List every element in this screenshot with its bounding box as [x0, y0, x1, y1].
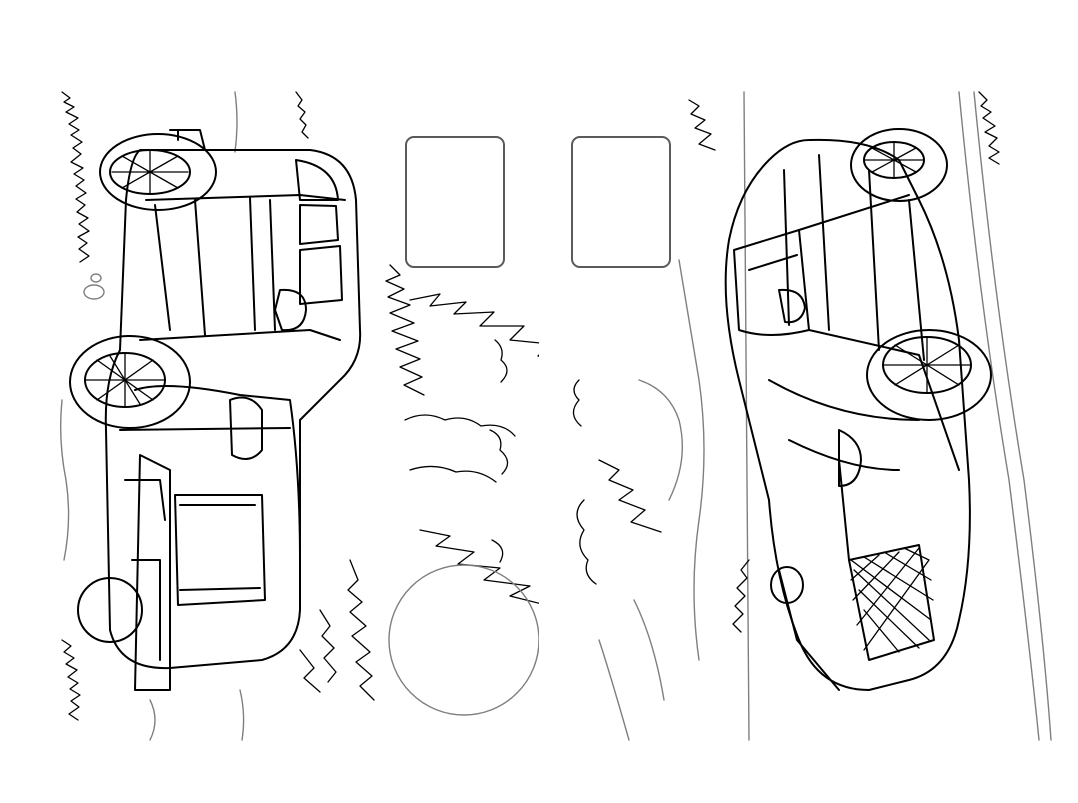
- road-edge-lines: [743, 91, 1052, 741]
- suv-hood: [119, 385, 301, 691]
- sedan-line-art: [572, 91, 1052, 741]
- suv-front-grille: [174, 494, 266, 606]
- left-grass: [61, 91, 90, 263]
- suv-windows: [295, 159, 343, 305]
- left-label-box: [405, 136, 505, 268]
- suv-front-wheel: [69, 335, 191, 429]
- pine-trees: [385, 264, 425, 396]
- sedan-mirror: [778, 288, 806, 324]
- suv-rear-wheel: [99, 133, 217, 211]
- suv-body: [104, 149, 362, 670]
- sun-outline: [388, 564, 539, 716]
- suv-line-art: [59, 91, 539, 741]
- suv-mirror: [274, 288, 307, 332]
- sedan-hood: [768, 379, 920, 561]
- sedan-front-wheel: [866, 329, 992, 421]
- right-page-sedan-illustration: [539, 0, 1078, 803]
- sedan-body: [724, 138, 971, 691]
- sedan-grille: [848, 544, 935, 661]
- sedan-rear-wheel: [850, 128, 948, 202]
- sedan-doors: [783, 154, 925, 361]
- suv-roof: [139, 194, 346, 341]
- right-label-box: [571, 136, 671, 268]
- right-trees: [688, 99, 716, 151]
- left-page-suv-illustration: [59, 91, 539, 741]
